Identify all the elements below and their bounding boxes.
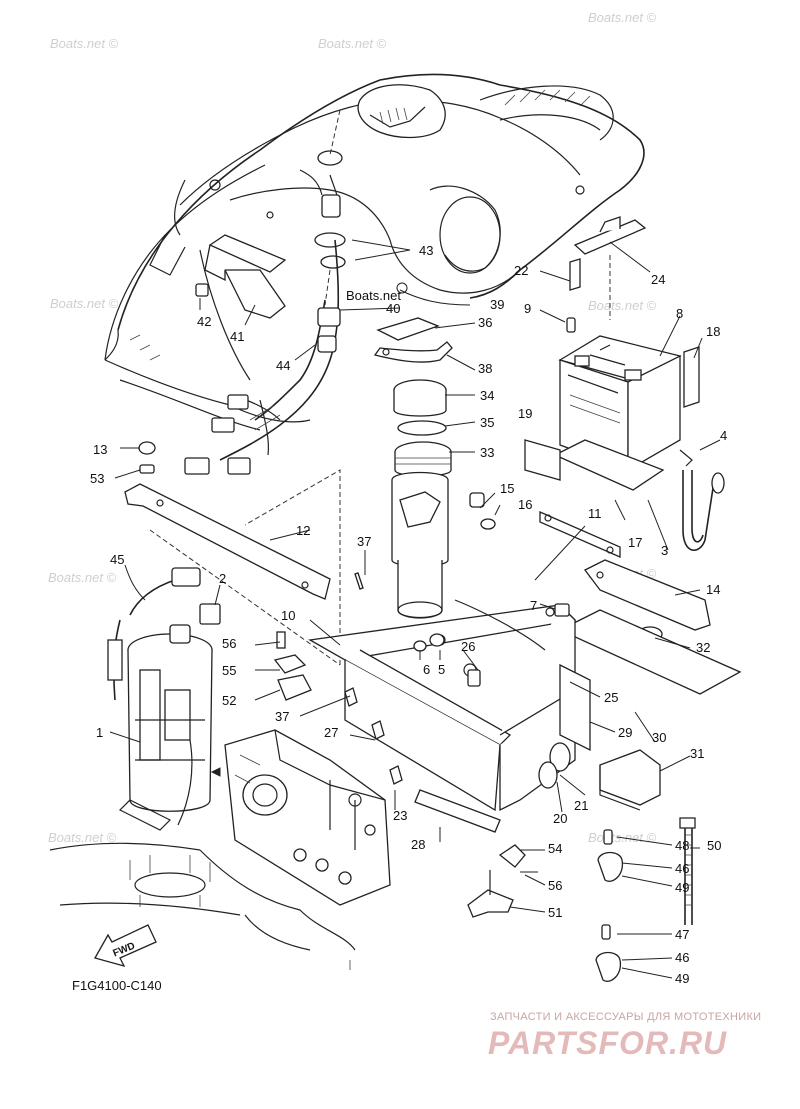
callout-10: 10 bbox=[281, 608, 295, 623]
callout-32: 32 bbox=[696, 640, 710, 655]
callout-33: 33 bbox=[480, 445, 494, 460]
callout-20: 20 bbox=[553, 811, 567, 826]
fuel-filler-assembly bbox=[299, 84, 446, 306]
callout-56: 56 bbox=[222, 636, 236, 651]
callout-37: 37 bbox=[275, 709, 289, 724]
callout-37: 37 bbox=[357, 534, 371, 549]
callout-52: 52 bbox=[222, 693, 236, 708]
callout-18: 18 bbox=[706, 324, 720, 339]
watermark: Boats.net © bbox=[48, 570, 117, 585]
battery-tray bbox=[524, 346, 700, 491]
brand-logo-text: PARTSFOR.RU bbox=[488, 1025, 727, 1061]
callout-23: 23 bbox=[393, 808, 407, 823]
callout-6: 6 bbox=[423, 662, 430, 677]
callout-56: 56 bbox=[548, 878, 562, 893]
callout-4: 4 bbox=[720, 428, 727, 443]
bracket-41 bbox=[195, 234, 287, 319]
callout-7: 7 bbox=[530, 598, 537, 613]
callout-24: 24 bbox=[651, 272, 665, 287]
callout-51: 51 bbox=[548, 905, 562, 920]
callout-14: 14 bbox=[706, 582, 720, 597]
callout-53: 53 bbox=[90, 471, 104, 486]
bracket-31 bbox=[599, 749, 661, 811]
callout-49: 49 bbox=[675, 971, 689, 986]
hardware-right bbox=[595, 817, 696, 982]
callout-54: 54 bbox=[548, 841, 562, 856]
callout-2: 2 bbox=[219, 571, 226, 586]
hardware-center bbox=[138, 441, 570, 918]
callout-50: 50 bbox=[707, 838, 721, 853]
diagram-code: F1G4100-C140 bbox=[72, 978, 162, 993]
callout-labels: 1 2 3 4 5 6 7 8 9 10 11 12 13 14 15 16 1… bbox=[90, 243, 727, 986]
bracket-24 bbox=[569, 216, 647, 320]
callout-19: 19 bbox=[518, 406, 532, 421]
callout-40: 40 bbox=[386, 301, 400, 316]
callout-22: 22 bbox=[514, 263, 528, 278]
watermark: Boats.net © bbox=[50, 36, 119, 51]
callout-5: 5 bbox=[438, 662, 445, 677]
fuel-pump bbox=[107, 567, 213, 907]
fwd-arrow: FWD bbox=[94, 924, 157, 968]
callout-31: 31 bbox=[690, 746, 704, 761]
callout-46: 46 bbox=[675, 861, 689, 876]
watermark: Boats.net © bbox=[318, 36, 387, 51]
wiring-harness bbox=[184, 239, 341, 475]
callout-49: 49 bbox=[675, 880, 689, 895]
callout-26: 26 bbox=[461, 639, 475, 654]
stay-12 bbox=[124, 469, 341, 666]
callout-44: 44 bbox=[276, 358, 290, 373]
callout-47: 47 bbox=[675, 927, 689, 942]
watermark: Boats.net © bbox=[50, 296, 119, 311]
callout-17: 17 bbox=[628, 535, 642, 550]
callout-45: 45 bbox=[110, 552, 124, 567]
callout-21: 21 bbox=[574, 798, 588, 813]
callout-36: 36 bbox=[478, 315, 492, 330]
watermark-inline: Boats.net bbox=[346, 288, 401, 303]
battery bbox=[558, 317, 682, 472]
callout-28: 28 bbox=[411, 837, 425, 852]
brand-subtitle: ЗАПЧАСТИ И АКСЕССУАРЫ ДЛЯ МОТОТЕХНИКИ bbox=[490, 1011, 761, 1023]
watermark: Boats.net © bbox=[588, 298, 657, 313]
callout-15: 15 bbox=[500, 481, 514, 496]
callout-39: 39 bbox=[490, 297, 504, 312]
watermark: Boats.net © bbox=[48, 830, 117, 845]
callout-55: 55 bbox=[222, 663, 236, 678]
filler-neck bbox=[391, 379, 452, 619]
callout-9: 9 bbox=[524, 301, 531, 316]
callout-12: 12 bbox=[296, 523, 310, 538]
callout-11: 11 bbox=[588, 506, 602, 521]
callout-8: 8 bbox=[676, 306, 683, 321]
callout-34: 34 bbox=[480, 388, 494, 403]
electrical-box-bracket bbox=[308, 599, 591, 833]
callout-29: 29 bbox=[618, 725, 632, 740]
electrical-box bbox=[210, 729, 391, 906]
callout-38: 38 bbox=[478, 361, 492, 376]
hull-floor bbox=[49, 842, 356, 970]
callout-13: 13 bbox=[93, 442, 107, 457]
callout-16: 16 bbox=[518, 497, 532, 512]
callout-1: 1 bbox=[96, 725, 103, 740]
callout-46: 46 bbox=[675, 950, 689, 965]
callout-3: 3 bbox=[661, 543, 668, 558]
callout-41: 41 bbox=[230, 329, 244, 344]
battery-strap bbox=[679, 449, 725, 551]
callout-48: 48 bbox=[675, 838, 689, 853]
callout-27: 27 bbox=[324, 725, 338, 740]
leader-lines bbox=[109, 239, 721, 979]
callout-43: 43 bbox=[419, 243, 433, 258]
band-36-38 bbox=[373, 317, 453, 363]
callout-35: 35 bbox=[480, 415, 494, 430]
callout-42: 42 bbox=[197, 314, 211, 329]
callout-30: 30 bbox=[652, 730, 666, 745]
callout-25: 25 bbox=[604, 690, 618, 705]
support-11 bbox=[539, 511, 621, 558]
pad-30 bbox=[558, 609, 742, 695]
watermark: Boats.net © bbox=[588, 10, 657, 25]
brand-logo: ЗАПЧАСТИ И АКСЕССУАРЫ ДЛЯ МОТОТЕХНИКИ PA… bbox=[488, 1011, 761, 1061]
